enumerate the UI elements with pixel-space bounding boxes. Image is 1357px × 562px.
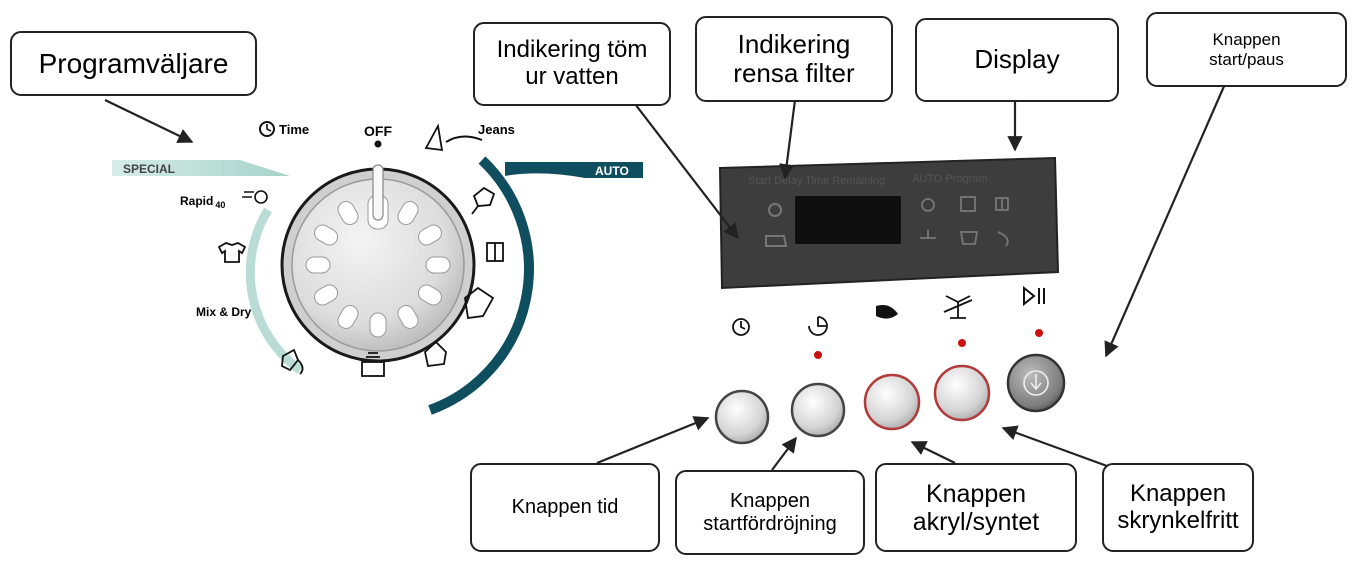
delay-button[interactable]: [790, 382, 846, 438]
callout-skrynkelfritt-line2: skrynkelfritt: [1117, 506, 1239, 534]
filter-indicator: [765, 235, 788, 247]
delay-clock-icon: [808, 316, 828, 336]
delay-led: [814, 351, 822, 359]
dial-label-special: SPECIAL: [123, 162, 175, 176]
panel-header-left: Start Delay Time Remaining: [748, 175, 885, 187]
off-dot: [374, 140, 382, 148]
anti-crease-icon: [943, 295, 973, 319]
callout-start-paus-line2: start/paus: [1209, 49, 1284, 69]
feather-tree-icon: [471, 186, 496, 215]
dial-label-mix-dry: Mix & Dry: [196, 305, 252, 319]
callout-display-text: Display: [974, 44, 1060, 75]
panel-header-right: AUTO Program: [912, 173, 988, 185]
shoe-icon: [424, 340, 447, 367]
callout-indikering-rensa-line1: Indikering: [737, 28, 851, 59]
control-panel: Start Delay Time Remaining AUTO Program: [718, 156, 1060, 290]
cotton-icon: [424, 123, 444, 152]
callout-skrynkelfritt: Knappen skrynkelfritt: [1102, 463, 1254, 552]
sheet-icon: [464, 286, 495, 320]
special-arc: [245, 207, 303, 374]
time-button[interactable]: [714, 389, 770, 445]
callout-akryl-line2: akryl/syntet: [912, 507, 1040, 536]
auto-band: [505, 162, 643, 178]
jeans-mark: [445, 135, 483, 143]
dial-label-jeans: Jeans: [478, 122, 515, 137]
anti-crease-led: [958, 339, 966, 347]
play-pause-icon: [1023, 285, 1045, 307]
callout-tid-text: Knappen tid: [511, 496, 619, 519]
dial-pointer: [372, 164, 384, 221]
towel-icon: [486, 242, 504, 262]
callout-indikering-tom-line2: ur vatten: [525, 63, 619, 90]
auto-arc: [428, 156, 534, 415]
callout-indikering-rensa-line2: rensa filter: [733, 58, 855, 88]
rapid-timer-icon: [242, 190, 268, 204]
callout-startfordrojning-line1: Knappen: [729, 490, 811, 513]
dial-label-off: OFF: [364, 123, 392, 139]
clock-icon: [732, 318, 750, 336]
callout-tid: Knappen tid: [470, 463, 660, 552]
time-clock-icon: [259, 121, 275, 137]
callout-start-paus-line1: Knappen: [1212, 30, 1281, 50]
panel-program-icons: [920, 196, 1009, 247]
callout-akryl-line1: Knappen: [925, 479, 1027, 508]
callout-programvaljare-text: Programväljare: [38, 47, 229, 79]
special-band: [112, 160, 290, 176]
shirt-icon: [217, 242, 247, 263]
callout-akryl: Knappen akryl/syntet: [875, 463, 1077, 552]
callout-programvaljare: Programväljare: [10, 31, 257, 96]
start-button-glyph: [1023, 370, 1049, 396]
callout-skrynkelfritt-line1: Knappen: [1129, 479, 1227, 507]
drain-indicator: [768, 203, 782, 217]
callout-display: Display: [915, 18, 1119, 102]
dial-label-time: Time: [279, 122, 309, 137]
dial-label-auto: AUTO: [595, 164, 629, 178]
feather-icon: [876, 305, 898, 319]
callout-startfordrojning: Knappen startfördröjning: [675, 470, 865, 555]
wool-icon: [361, 352, 385, 377]
callout-indikering-tom-line1: Indikering töm: [496, 36, 648, 64]
callout-indikering-tom: Indikering töm ur vatten: [473, 22, 671, 106]
acrylic-button[interactable]: [863, 373, 921, 431]
pointer-arrows: [104, 83, 1227, 472]
start-pause-led: [1035, 329, 1043, 337]
callout-start-paus: Knappen start/paus: [1146, 12, 1347, 87]
digital-display: [795, 196, 901, 244]
callout-indikering-rensa: Indikering rensa filter: [695, 16, 893, 102]
sport-icon: [281, 348, 304, 375]
callout-startfordrojning-line2: startfördröjning: [703, 512, 837, 535]
anti-crease-button[interactable]: [933, 364, 991, 422]
